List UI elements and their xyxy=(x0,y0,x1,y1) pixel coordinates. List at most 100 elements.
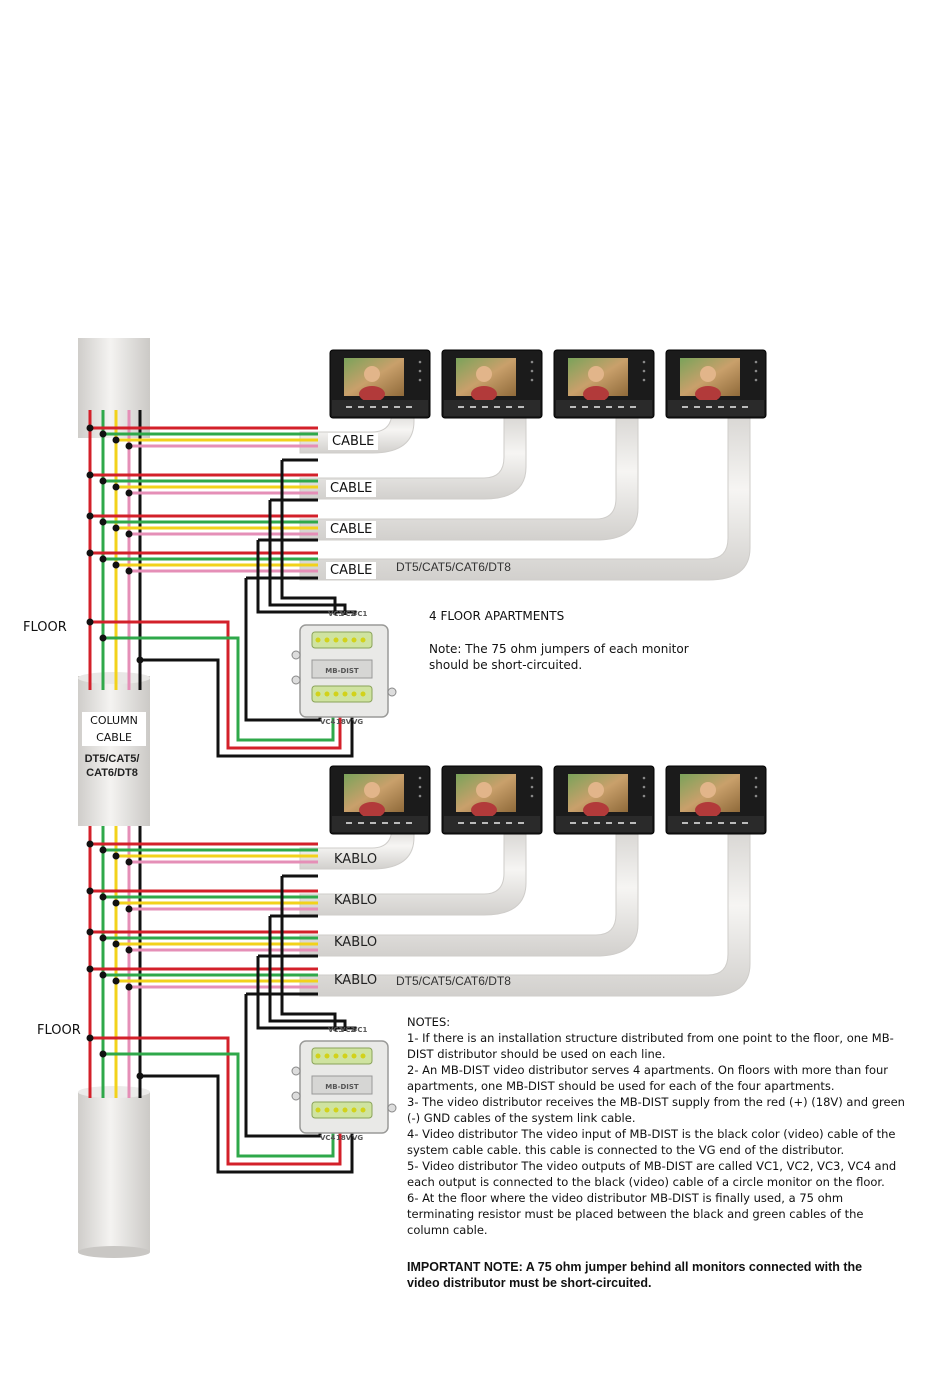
floor1-cable-type: DT5/CAT5/CAT6/DT8 xyxy=(396,560,511,574)
floor-2-distributor-terminal xyxy=(351,1053,357,1059)
floor-2-distributor-led-strip-2 xyxy=(311,1101,373,1119)
floor-1-distributor-terminal xyxy=(360,637,366,643)
column-pipe-bottom xyxy=(78,1086,150,1258)
floor-1-distributor-terminal xyxy=(324,637,330,643)
floor1-label: FLOOR xyxy=(23,620,67,635)
floor-1-distributor-terminal xyxy=(342,691,348,697)
floor-2-junction-dot xyxy=(99,893,107,901)
monitor-side-button xyxy=(642,794,646,798)
monitor-button-icon xyxy=(694,406,700,408)
floor-2-monitor-1 xyxy=(329,765,431,835)
floor-1-terminal-vc2: VC2 xyxy=(340,610,356,618)
monitor-button-icon xyxy=(394,822,400,824)
monitor-button-icon xyxy=(682,406,688,408)
monitor-side-button xyxy=(530,360,534,364)
monitor-button-icon xyxy=(730,822,736,824)
monitor-side-button xyxy=(754,360,758,364)
floor-2-junction-dot xyxy=(99,971,107,979)
floor-1-junction-dot xyxy=(86,618,94,626)
floor-2-video-line-2 xyxy=(268,914,347,1031)
floor-1-junction-dot xyxy=(112,436,120,444)
floor-2-junction-dot xyxy=(86,887,94,895)
note-item-5: 5- Video distributor The video outputs o… xyxy=(407,1159,897,1189)
monitor-screen-face xyxy=(700,782,716,798)
monitor-side-button xyxy=(754,785,758,789)
floor-1-junction-dot xyxy=(99,518,107,526)
floor-2-video-line-3 xyxy=(256,954,357,1031)
floor-2-junction-dot xyxy=(112,940,120,948)
monitor-screen-face xyxy=(588,782,604,798)
floor-1-terminal-vc3: VC3 xyxy=(328,610,344,618)
monitor-screen-face xyxy=(364,366,380,382)
floor-1-junction-dot xyxy=(125,530,133,538)
monitor-screen-face xyxy=(588,366,604,382)
monitor-button-icon xyxy=(706,822,712,824)
monitor-screen-face xyxy=(476,366,492,382)
monitor-button-icon xyxy=(618,406,624,408)
floor-1-distributor-terminal xyxy=(351,691,357,697)
floor1-cable-label-4: CABLE xyxy=(326,562,377,579)
monitor-side-button xyxy=(530,369,534,373)
floor-1-green-gnd xyxy=(103,636,335,742)
floor-1-monitor-2 xyxy=(441,349,543,419)
floor-2-distributor-terminal xyxy=(315,1053,321,1059)
floor-2-distributor-terminal xyxy=(342,1053,348,1059)
monitor-screen-shirt xyxy=(583,802,609,818)
floor1-jumper-note: Note: The 75 ohm jumpers of each monitor… xyxy=(429,642,689,672)
monitor-button-icon xyxy=(406,406,412,408)
floor-1-distributor-label-plate xyxy=(311,659,373,679)
floor-1-distributor-terminal xyxy=(333,691,339,697)
floor-2-green-gnd xyxy=(103,1052,335,1158)
floor-1-terminal-vg: VG xyxy=(352,718,363,726)
floor1-cable-label-2: CABLE xyxy=(326,480,377,497)
monitor-button-icon xyxy=(506,406,512,408)
monitor-button-icon xyxy=(718,406,724,408)
monitor-button-icon xyxy=(718,822,724,824)
installation-notes: NOTES: 1- If there is an installation st… xyxy=(407,1014,907,1238)
monitor-side-button xyxy=(530,378,534,382)
monitor-screen-shirt xyxy=(471,386,497,402)
floor1-cable-label-1: CABLE xyxy=(328,433,379,450)
floor-1-distributor-led-strip xyxy=(311,631,373,649)
floor-2-red-supply xyxy=(90,1036,342,1166)
floor-2-video-in xyxy=(140,1074,354,1174)
monitor-button-icon xyxy=(694,822,700,824)
monitor-screen-shirt xyxy=(359,802,385,818)
monitor-button-icon xyxy=(570,822,576,824)
monitor-button-icon xyxy=(506,822,512,824)
monitor-button-icon xyxy=(346,406,352,408)
monitor-side-button xyxy=(754,378,758,382)
floor-1-distributor-screw xyxy=(387,687,397,697)
monitor-button-icon xyxy=(742,406,748,408)
floor-1-junction-dot xyxy=(86,471,94,479)
floor-2-terminal-18v: 18V xyxy=(336,1134,352,1142)
floor-2-junction-dot xyxy=(86,965,94,973)
floor-1-junction-dot xyxy=(125,442,133,450)
monitor-side-button xyxy=(418,360,422,364)
monitor-side-button xyxy=(642,785,646,789)
floor-2-junction-dot xyxy=(99,846,107,854)
floor-1-distributor-terminal xyxy=(342,637,348,643)
column-cable-label: COLUMN CABLE xyxy=(82,712,146,746)
floor2-cable-label-1: KABLO xyxy=(334,852,378,867)
monitor-button-icon xyxy=(606,822,612,824)
monitor-button-icon xyxy=(494,406,500,408)
floor-1-distributor-led-strip-2 xyxy=(311,685,373,703)
important-note: IMPORTANT NOTE: A 75 ohm jumper behind a… xyxy=(407,1260,863,1290)
monitor-screen-shirt xyxy=(359,386,385,402)
floor-2-distributor-terminal xyxy=(333,1107,339,1113)
monitor-button-icon xyxy=(742,822,748,824)
monitor-side-button xyxy=(754,369,758,373)
floor-1-video-line-3 xyxy=(256,538,357,615)
floor-2-distributor-terminal xyxy=(351,1107,357,1113)
monitor-button-icon xyxy=(706,406,712,408)
floor2-cable-label-2: KABLO xyxy=(334,893,378,908)
monitor-button-bar xyxy=(444,400,540,416)
floor2-cable-label-4: KABLO xyxy=(334,973,378,988)
monitor-screen-shirt xyxy=(695,386,721,402)
monitor-button-icon xyxy=(358,406,364,408)
floor-1-conduit-2 xyxy=(299,415,527,500)
monitor-side-button xyxy=(418,785,422,789)
